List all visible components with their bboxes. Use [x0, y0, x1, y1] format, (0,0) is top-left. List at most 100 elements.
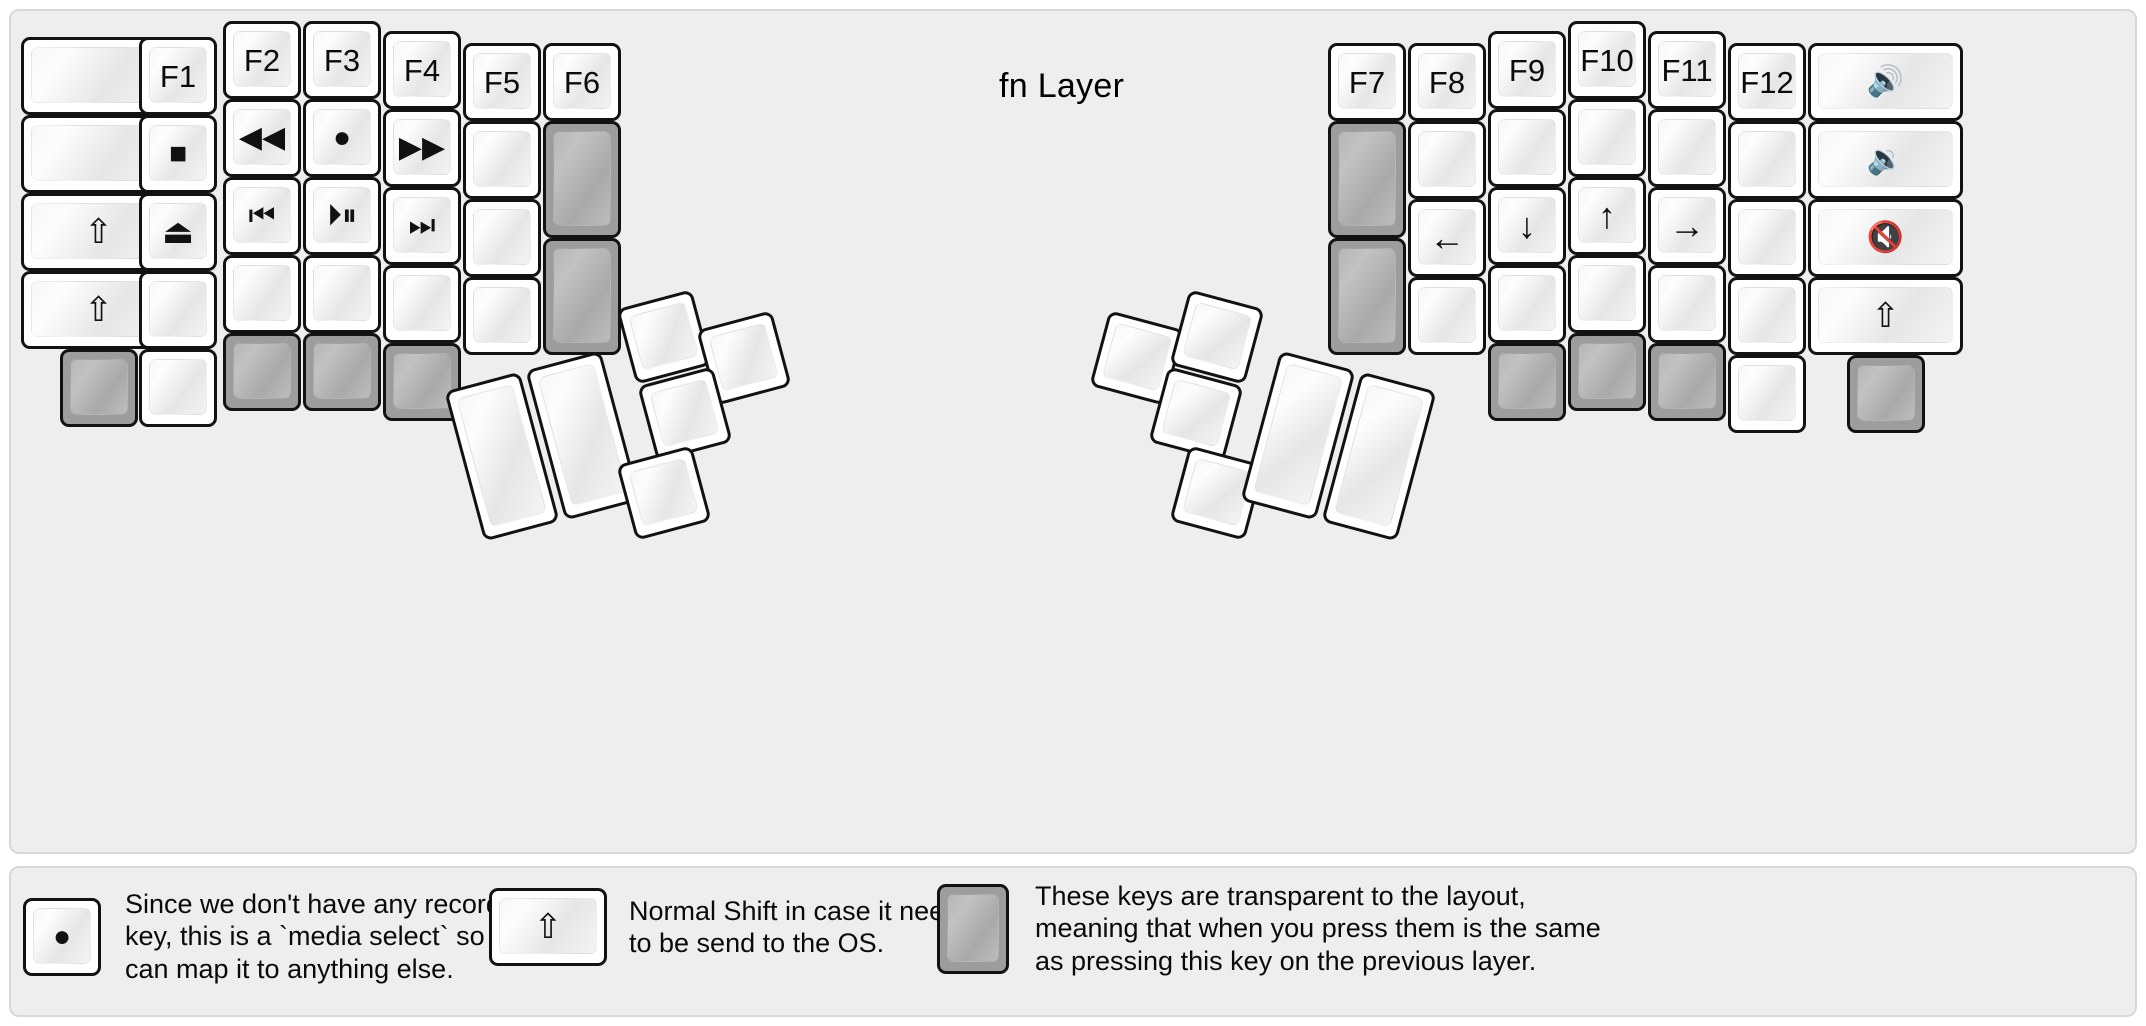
key-right-c8-r2[interactable]: [1408, 121, 1486, 199]
key-right-c9-r4[interactable]: [1488, 265, 1566, 343]
keycap-surface: [233, 265, 291, 321]
key-left-f5[interactable]: F5: [463, 43, 541, 121]
key-right-c11-r5-transparent[interactable]: [1648, 343, 1726, 421]
key-left-c1-r5[interactable]: [139, 349, 217, 427]
keycap-surface: [33, 907, 91, 964]
legend-item-transparent: These keys are transparent to the layout…: [937, 880, 1601, 977]
keycap-surface: [149, 47, 207, 103]
key-left-next-track[interactable]: ⏭: [383, 187, 461, 265]
key-left-rewind[interactable]: ◀◀: [223, 99, 301, 177]
key-right-f11[interactable]: F11: [1648, 31, 1726, 109]
keycap-surface: [1334, 383, 1425, 528]
legend-text: These keys are transparent to the layout…: [1035, 881, 1601, 976]
key-left-c5-r3[interactable]: [463, 199, 541, 277]
keycap-surface: [1338, 248, 1396, 343]
keycap-surface: [1498, 41, 1556, 97]
keycap-surface: [313, 31, 371, 87]
key-right-c9-r5-transparent[interactable]: [1488, 343, 1566, 421]
keycap-surface: [1498, 275, 1556, 331]
keycap-surface: [1818, 209, 1953, 265]
key-right-c12-r3[interactable]: [1728, 199, 1806, 277]
keycap-surface: [649, 378, 720, 448]
keycap-surface: [1418, 209, 1476, 265]
keycap-surface: [1658, 353, 1716, 409]
keycap-surface: [1738, 365, 1796, 421]
legend-text: Since we don't have any recording key, t…: [125, 889, 545, 984]
key-right-c12-r2[interactable]: [1728, 121, 1806, 199]
key-left-c2-r4[interactable]: [223, 255, 301, 333]
keycap-surface: [313, 187, 371, 243]
key-right-c7-r2-transparent[interactable]: [1328, 121, 1406, 238]
keycap-surface: [1418, 131, 1476, 187]
key-left-c5-r2[interactable]: [463, 121, 541, 199]
key-right-f10[interactable]: F10: [1568, 21, 1646, 99]
key-left-stop[interactable]: ■: [139, 115, 217, 193]
key-right-c12-r4[interactable]: [1728, 277, 1806, 355]
keycap-surface: [313, 265, 371, 321]
key-left-c1-r4[interactable]: [139, 271, 217, 349]
key-right-volume-down[interactable]: 🔉: [1808, 121, 1963, 199]
key-right-outer-r5-transparent[interactable]: [1847, 355, 1925, 433]
key-right-c10-r4[interactable]: [1568, 255, 1646, 333]
key-right-c10-r2[interactable]: [1568, 99, 1646, 177]
key-left-f3[interactable]: F3: [303, 21, 381, 99]
key-left-c2-r5-transparent[interactable]: [223, 333, 301, 411]
key-right-c10-r5-transparent[interactable]: [1568, 333, 1646, 411]
keycap-surface: [1658, 275, 1716, 331]
keycap-surface: [628, 457, 699, 527]
keycap-surface: [1578, 343, 1636, 399]
key-left-c5-r4[interactable]: [463, 277, 541, 355]
key-right-arrow-up[interactable]: ↑: [1568, 177, 1646, 255]
key-right-arrow-left[interactable]: ←: [1408, 199, 1486, 277]
legend-key-shift: ⇧: [489, 888, 607, 966]
key-right-f9[interactable]: F9: [1488, 31, 1566, 109]
key-right-c12-r5[interactable]: [1728, 355, 1806, 433]
key-left-c6-r2-transparent[interactable]: [543, 121, 621, 238]
keycap-surface: [1338, 53, 1396, 109]
key-left-c6-r3-transparent[interactable]: [543, 238, 621, 355]
key-right-arrow-down[interactable]: ↓: [1488, 187, 1566, 265]
keycap-surface: [628, 301, 699, 371]
key-right-c11-r4[interactable]: [1648, 265, 1726, 343]
keycap-surface: [149, 359, 207, 415]
key-right-volume-up[interactable]: 🔊: [1808, 43, 1963, 121]
keycap-surface: [553, 131, 611, 226]
key-right-shift[interactable]: ⇧: [1808, 277, 1963, 355]
key-left-f1[interactable]: F1: [139, 37, 217, 115]
keycap-surface: [233, 31, 291, 87]
page-title: fn Layer: [999, 67, 1125, 105]
key-right-c7-r3-transparent[interactable]: [1328, 238, 1406, 355]
key-right-c9-r2[interactable]: [1488, 109, 1566, 187]
key-left-thumb-small-4[interactable]: [616, 445, 712, 541]
key-left-f6[interactable]: F6: [543, 43, 621, 121]
keycap-surface: [1578, 265, 1636, 321]
keycap-surface: [70, 359, 128, 415]
key-left-eject[interactable]: ⏏: [139, 193, 217, 271]
key-right-arrow-right[interactable]: →: [1648, 187, 1726, 265]
key-left-c3-r4[interactable]: [303, 255, 381, 333]
key-right-volume-mute[interactable]: 🔇: [1808, 199, 1963, 277]
keycap-surface: [473, 209, 531, 265]
keycap-surface: [473, 131, 531, 187]
keycap-surface: [1658, 119, 1716, 175]
key-left-fast-forward[interactable]: ▶▶: [383, 109, 461, 187]
key-right-f7[interactable]: F7: [1328, 43, 1406, 121]
keycap-surface: [393, 119, 451, 175]
key-left-c4-r4[interactable]: [383, 265, 461, 343]
keycap-surface: [1738, 209, 1796, 265]
key-left-c3-r5-transparent[interactable]: [303, 333, 381, 411]
keyboard-board-panel: fn Layer ⇧ ⇧ F1: [9, 9, 2137, 854]
key-left-f2[interactable]: F2: [223, 21, 301, 99]
key-left-play-pause[interactable]: ⏵⏸: [303, 177, 381, 255]
key-left-prev-track[interactable]: ⏮: [223, 177, 301, 255]
keycap-surface: [1658, 197, 1716, 253]
key-right-c11-r2[interactable]: [1648, 109, 1726, 187]
key-right-f8[interactable]: F8: [1408, 43, 1486, 121]
key-right-f12[interactable]: F12: [1728, 43, 1806, 121]
keycap-surface: [1818, 53, 1953, 109]
key-right-c8-r4[interactable]: [1408, 277, 1486, 355]
key-left-f4[interactable]: F4: [383, 31, 461, 109]
key-left-record[interactable]: ●: [303, 99, 381, 177]
key-left-outer-r5-transparent[interactable]: [60, 349, 138, 427]
